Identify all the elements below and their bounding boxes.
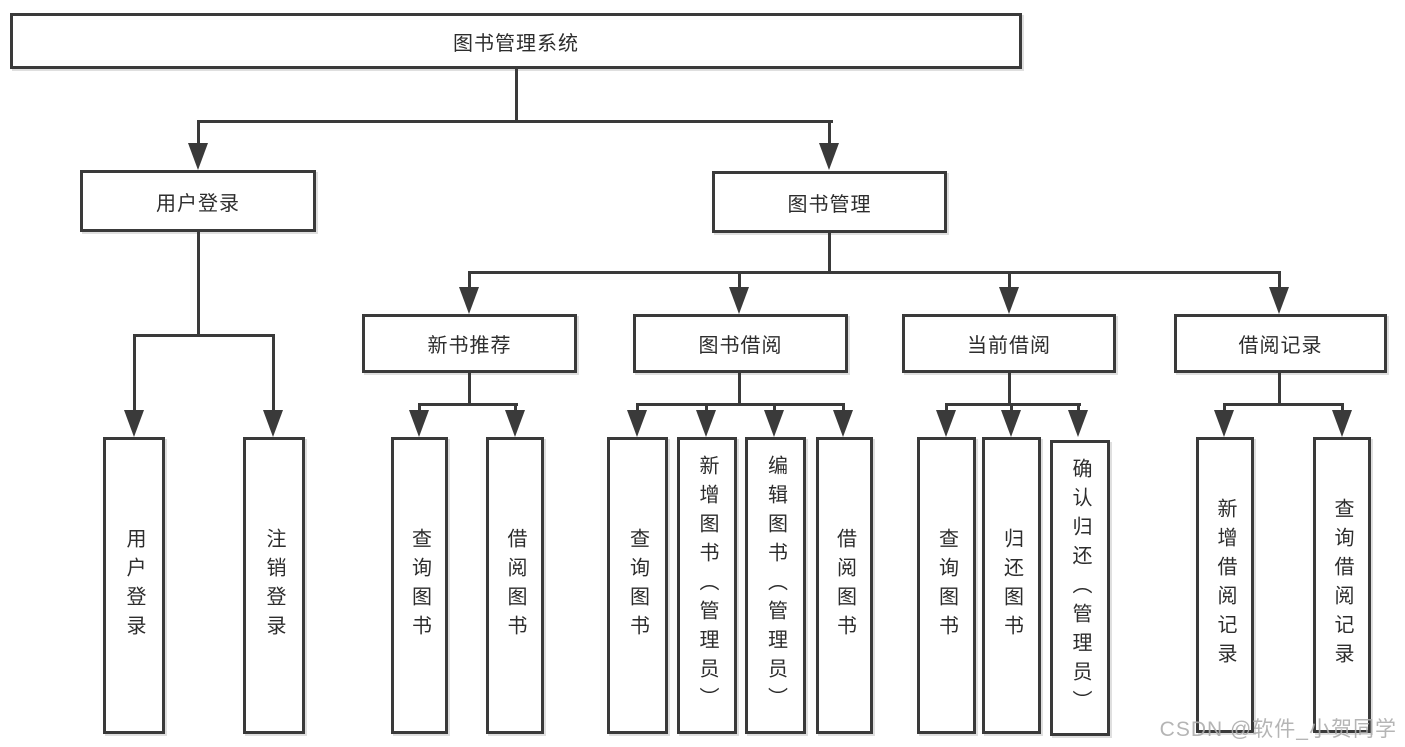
arrow-down-icon <box>729 287 749 314</box>
leaf-label: 用户登录 <box>123 527 145 644</box>
arrow-down-icon <box>124 410 144 437</box>
arrow-down-icon <box>764 410 784 437</box>
leaf-label: 新增图书（管理员） <box>696 455 718 716</box>
arrow-down-icon <box>819 143 839 170</box>
node-label: 用户登录 <box>156 192 240 215</box>
node-current-borrow: 当前借阅 <box>902 314 1116 373</box>
arrow-down-icon <box>1269 287 1289 314</box>
connector-line <box>945 403 948 412</box>
connector-line <box>197 232 200 336</box>
connector-line <box>418 403 518 406</box>
arrow-down-icon <box>1068 410 1088 437</box>
connector-line <box>842 403 845 412</box>
connector-line <box>1341 403 1344 412</box>
leaf-query-books-borrow: 查询图书 <box>607 437 668 734</box>
watermark: CSDN @软件_小贺同学 <box>1159 718 1397 741</box>
leaf-query-books-current: 查询图书 <box>917 437 976 734</box>
connector-line <box>1010 403 1013 412</box>
connector-line <box>1223 403 1344 406</box>
leaf-edit-books-admin: 编辑图书（管理员） <box>745 437 806 734</box>
leaf-confirm-return-admin: 确认归还（管理员） <box>1050 440 1110 736</box>
node-book-management: 图书管理 <box>712 171 947 233</box>
node-borrow-records: 借阅记录 <box>1174 314 1387 373</box>
leaf-return-books: 归还图书 <box>982 437 1041 734</box>
connector-line <box>1278 373 1281 405</box>
connector-line <box>636 403 845 406</box>
arrow-down-icon <box>1001 410 1021 437</box>
connector-line <box>197 120 833 123</box>
connector-line <box>945 403 1081 406</box>
arrow-down-icon <box>833 410 853 437</box>
leaf-label: 查询借阅记录 <box>1331 498 1353 672</box>
node-label: 借阅记录 <box>1238 335 1323 357</box>
connector-line <box>1008 373 1011 405</box>
connector-line <box>828 120 831 145</box>
connector-line <box>636 403 639 412</box>
connector-line <box>468 271 1281 274</box>
leaf-label: 查询图书 <box>626 527 649 644</box>
node-label: 图书管理系统 <box>453 32 579 55</box>
connector-line <box>738 271 741 289</box>
leaf-label: 归还图书 <box>1000 527 1023 644</box>
node-label: 图书管理 <box>787 193 872 216</box>
leaf-label: 编辑图书（管理员） <box>764 455 787 716</box>
node-label: 新书推荐 <box>427 335 512 357</box>
connector-line <box>133 334 275 337</box>
leaf-add-books-admin: 新增图书（管理员） <box>677 437 737 734</box>
leaf-borrow-books: 借阅图书 <box>816 437 873 734</box>
arrow-down-icon <box>696 410 716 437</box>
arrow-down-icon <box>188 143 208 170</box>
connector-line <box>773 403 776 412</box>
connector-line <box>468 271 471 289</box>
node-label: 当前借阅 <box>967 335 1051 357</box>
node-label: 图书借阅 <box>698 335 783 357</box>
connector-line <box>1223 403 1226 412</box>
node-user-login: 用户登录 <box>80 170 316 232</box>
arrow-down-icon <box>409 410 429 437</box>
leaf-query-borrow-record: 查询借阅记录 <box>1313 437 1371 733</box>
leaf-label: 借阅图书 <box>833 527 856 644</box>
connector-line <box>738 373 741 405</box>
leaf-query-books-recommend: 查询图书 <box>391 437 448 734</box>
leaf-logout: 注销登录 <box>243 437 305 734</box>
connector-line <box>272 334 275 410</box>
arrow-down-icon <box>505 410 525 437</box>
arrow-down-icon <box>936 410 956 437</box>
leaf-label: 新增借阅记录 <box>1214 498 1236 672</box>
connector-line <box>418 403 421 412</box>
arrow-down-icon <box>263 410 283 437</box>
node-library-management-system: 图书管理系统 <box>10 13 1022 69</box>
node-book-borrow: 图书借阅 <box>633 314 848 373</box>
arrow-down-icon <box>627 410 647 437</box>
leaf-label: 确认归还（管理员） <box>1069 457 1091 719</box>
connector-line <box>514 403 517 412</box>
leaf-borrow-books-recommend: 借阅图书 <box>486 437 544 734</box>
connector-line <box>133 334 136 410</box>
arrow-down-icon <box>1332 410 1352 437</box>
leaf-user-login: 用户登录 <box>103 437 165 734</box>
connector-line <box>828 233 831 273</box>
arrow-down-icon <box>999 287 1019 314</box>
connector-line <box>1278 271 1281 289</box>
connector-line <box>1077 403 1080 412</box>
node-new-book-recommend: 新书推荐 <box>362 314 577 373</box>
leaf-add-borrow-record: 新增借阅记录 <box>1196 437 1254 733</box>
connector-line <box>1008 271 1011 289</box>
leaf-label: 查询图书 <box>408 527 431 644</box>
arrow-down-icon <box>1214 410 1234 437</box>
connector-line <box>515 69 518 120</box>
connector-line <box>468 373 471 405</box>
arrow-down-icon <box>459 287 479 314</box>
connector-line <box>705 403 708 412</box>
leaf-label: 注销登录 <box>263 527 285 644</box>
connector-line <box>197 120 200 145</box>
leaf-label: 查询图书 <box>935 527 958 644</box>
leaf-label: 借阅图书 <box>504 527 526 644</box>
